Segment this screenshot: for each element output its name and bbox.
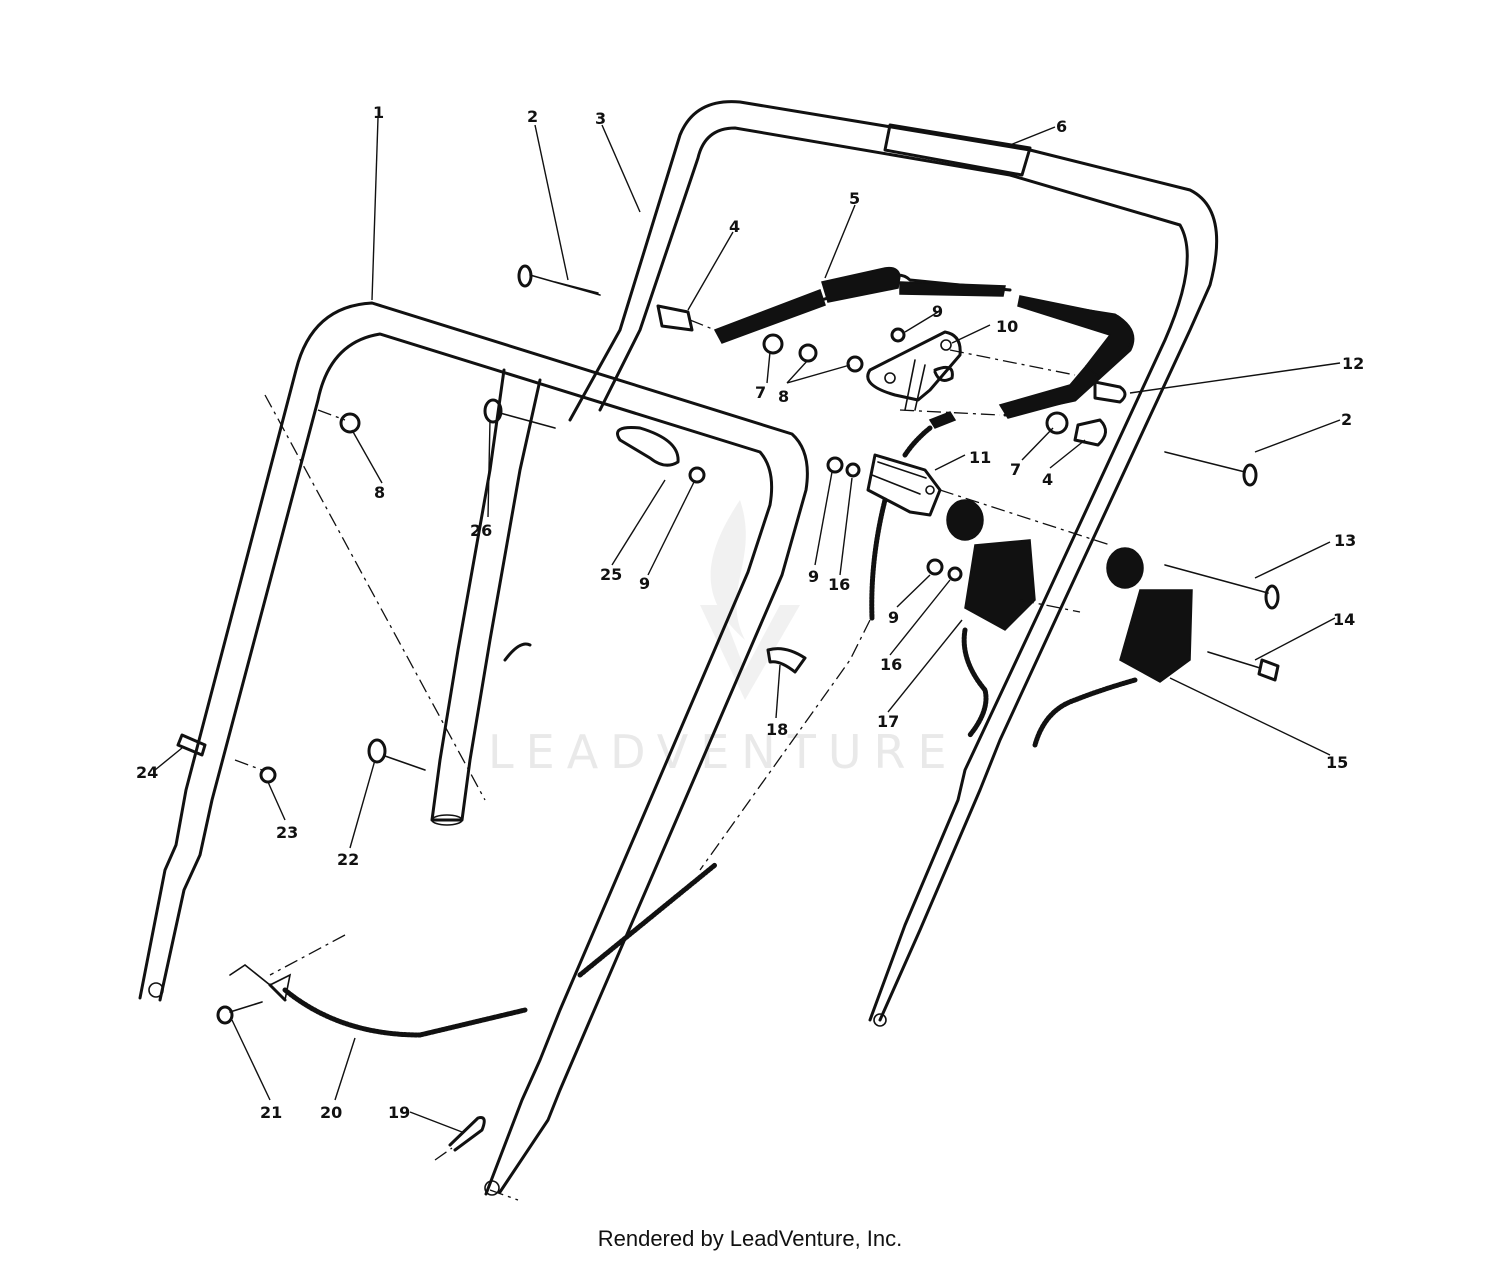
callout-6: 6 (1056, 117, 1067, 136)
callout-21: 21 (260, 1103, 282, 1122)
callout-18: 18 (766, 720, 788, 739)
callout-14: 14 (1333, 610, 1355, 629)
callout-25: 25 (600, 565, 622, 584)
watermark-text: LEADVENTURE (488, 725, 959, 779)
callout-2-right: 2 (1341, 410, 1352, 429)
lower-handle (138, 301, 809, 1196)
callout-1: 1 (373, 103, 384, 122)
callout-3: 3 (595, 109, 606, 128)
callout-12: 12 (1342, 354, 1364, 373)
callout-16-low: 16 (880, 655, 902, 674)
callout-9-mid: 9 (808, 567, 819, 586)
watermark-logo-icon (700, 500, 800, 700)
callout-16-top: 16 (828, 575, 850, 594)
callout-19: 19 (388, 1103, 410, 1122)
callout-2-top: 2 (527, 107, 538, 126)
callout-15: 15 (1326, 753, 1348, 772)
upper-handle (568, 100, 1219, 1027)
callout-26: 26 (470, 521, 492, 540)
callout-4-right: 4 (1042, 470, 1053, 489)
alignment-lines (234, 319, 1111, 1201)
callout-22: 22 (337, 850, 359, 869)
footer-credit: Rendered by LeadVenture, Inc. (597, 1226, 903, 1251)
control-box (866, 411, 957, 621)
callout-9-left: 9 (639, 574, 650, 593)
callout-17: 17 (877, 712, 899, 731)
callout-9-low: 9 (888, 608, 899, 627)
callout-8-top: 8 (778, 387, 789, 406)
callout-8-left: 8 (374, 483, 385, 502)
control-bail (713, 266, 1135, 419)
bracket (866, 330, 962, 411)
switch-left (946, 499, 1036, 738)
callout-7-right: 7 (1010, 460, 1021, 479)
callout-7-left: 7 (755, 383, 766, 402)
leader-lines (154, 117, 1341, 1133)
cable-assembly (229, 862, 718, 1038)
callout-10: 10 (996, 317, 1018, 336)
callout-5: 5 (849, 189, 860, 208)
callout-13: 13 (1334, 531, 1356, 550)
callout-labels: 1 2 3 4 5 6 9 10 12 2 7 8 7 4 11 13 14 1… (136, 103, 1364, 1122)
hardware (176, 264, 1280, 1152)
callout-23: 23 (276, 823, 298, 842)
callout-20: 20 (320, 1103, 342, 1122)
callout-11: 11 (969, 448, 991, 467)
callout-24: 24 (136, 763, 158, 782)
callout-4-top: 4 (729, 217, 740, 236)
switch-right (1032, 547, 1193, 748)
callout-9-top: 9 (932, 302, 943, 321)
